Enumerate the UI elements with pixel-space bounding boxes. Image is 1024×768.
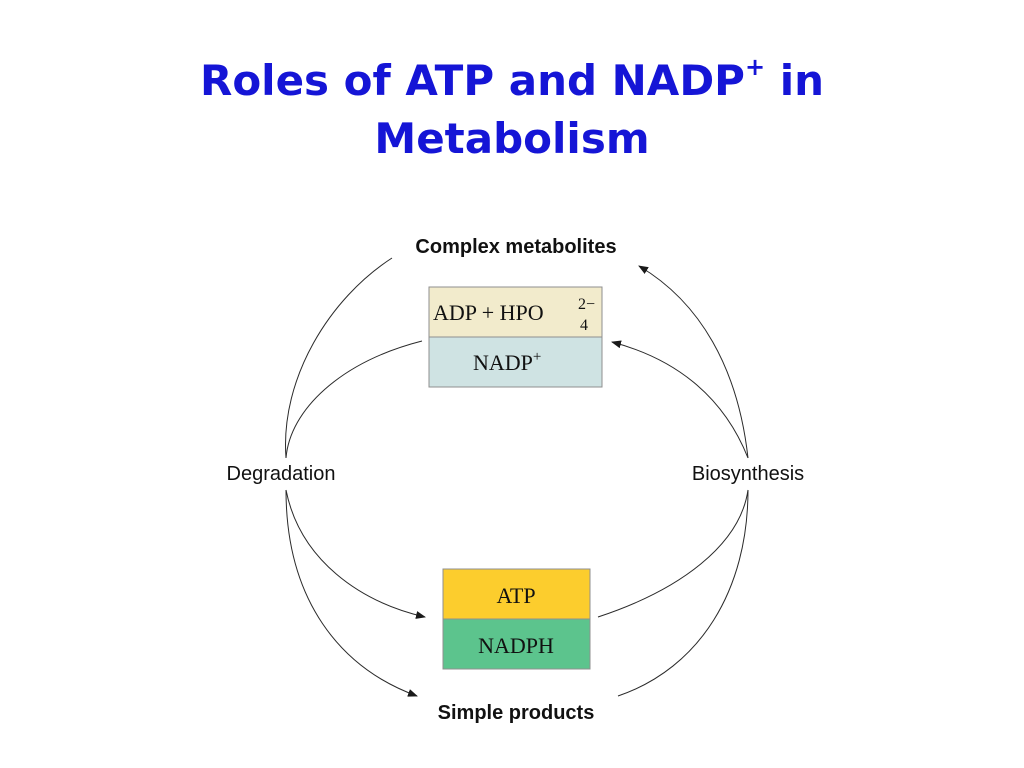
nadp-main: NADP (473, 350, 533, 375)
atp-box (442, 568, 591, 620)
simple-products-label: Simple products (438, 702, 595, 724)
title-line-1: Roles of ATP and NADP+ in (0, 52, 1024, 110)
biosynthesis-to-nadp-arc (611, 340, 749, 459)
nadph-box (442, 618, 591, 670)
adp-hpo4-text: ADP + HPO (433, 300, 544, 325)
degradation-to-simple-products-arc (285, 489, 418, 697)
title-superscript: + (744, 53, 766, 81)
degradation-to-atp-arc (285, 489, 426, 619)
nadp-plus-box (428, 336, 603, 388)
degradation-label: Degradation (227, 463, 336, 485)
biosynthesis-outer-arc (638, 265, 749, 459)
nadp-superscript: + (533, 349, 541, 365)
adp-hpo4-main: ADP + HPO (433, 300, 544, 325)
page-title: Roles of ATP and NADP+ in Metabolism (0, 52, 1024, 168)
atp-text: ATP (496, 583, 535, 608)
degradation-from-nadp-arc (285, 340, 423, 459)
biosynthesis-label: Biosynthesis (692, 463, 804, 485)
degradation-outer-arc (285, 257, 393, 459)
simple-products-to-biosynthesis-arc (617, 489, 749, 697)
complex-metabolites-label: Complex metabolites (415, 236, 616, 258)
title-line-2: Metabolism (374, 114, 650, 163)
atp-to-biosynthesis-arc (597, 489, 749, 618)
nadph-text: NADPH (478, 633, 554, 658)
title-text-1: Roles of ATP and NADP (199, 56, 745, 105)
title-text-1-end: in (765, 56, 824, 105)
hpo4-subscript: 4 (580, 317, 588, 334)
adp-hpo4-box (428, 286, 603, 338)
hpo4-charge-superscript: 2− (578, 296, 595, 313)
nadp-plus-text: NADP+ (473, 349, 541, 375)
